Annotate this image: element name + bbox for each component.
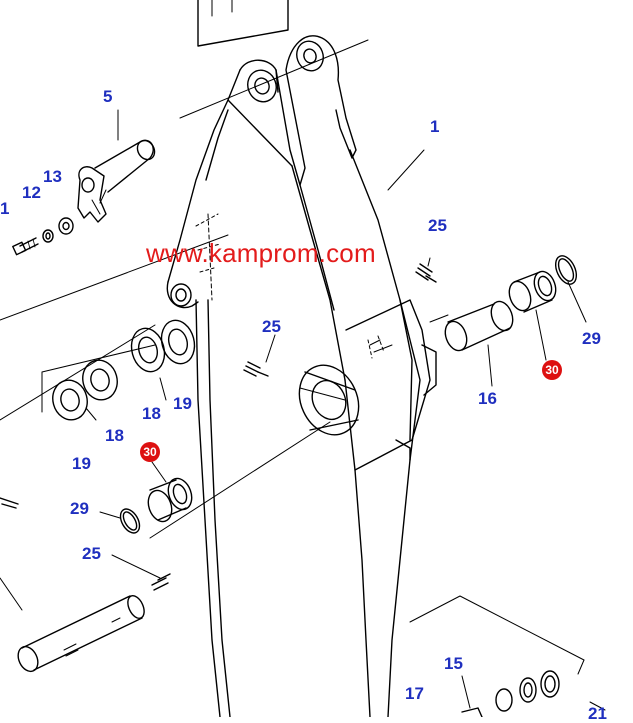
callout-16: 16 <box>478 389 497 408</box>
grease-fitting-middle <box>243 361 269 377</box>
ring-29-right <box>554 255 578 285</box>
callout-19-upper: 19 <box>173 394 192 413</box>
callout-21: 21 <box>588 704 607 723</box>
callout-12: 12 <box>22 183 41 202</box>
callout-1-boom: 1 <box>430 117 440 136</box>
badge-30-left: 30 <box>140 442 160 462</box>
watermark-text: www.kamprom.com <box>146 238 376 268</box>
pin-5 <box>77 139 156 223</box>
leader-lines <box>0 39 606 711</box>
top-frame <box>197 0 289 47</box>
badge-30-right: 30 <box>542 360 562 380</box>
grease-fitting-lower <box>151 573 171 591</box>
boom-body <box>166 35 437 717</box>
shims-lower <box>52 359 118 421</box>
grease-fitting-right <box>415 263 437 283</box>
lower-right-parts <box>461 670 560 717</box>
callout-25-middle: 25 <box>262 317 281 336</box>
grease-fitting-left-edge <box>0 497 19 509</box>
washer-13 <box>58 217 74 235</box>
ring-29-left <box>119 508 141 534</box>
washer-12 <box>42 229 54 243</box>
callout-15: 15 <box>444 654 463 673</box>
bushing-30-left <box>147 477 193 523</box>
callout-5: 5 <box>103 87 113 106</box>
callout-13: 13 <box>43 167 62 186</box>
pin-long-lower <box>17 595 145 673</box>
lower-right-frame <box>409 595 585 675</box>
callout-25-lower: 25 <box>82 544 101 563</box>
callout-19-lower: 19 <box>72 454 91 473</box>
bolt-small <box>12 237 39 256</box>
shims-upper <box>130 319 196 373</box>
callout-29-left: 29 <box>70 499 89 518</box>
callout-18-lower: 18 <box>105 426 124 445</box>
washer-group-frame <box>41 344 156 413</box>
callout-17: 17 <box>405 684 424 703</box>
callout-18-upper: 18 <box>142 404 161 423</box>
callout-29-right: 29 <box>582 329 601 348</box>
bushing-30-right <box>508 270 557 313</box>
callout-1-bolt: 1 <box>0 199 10 218</box>
callout-25-right: 25 <box>428 216 447 235</box>
pin-16 <box>444 300 514 352</box>
